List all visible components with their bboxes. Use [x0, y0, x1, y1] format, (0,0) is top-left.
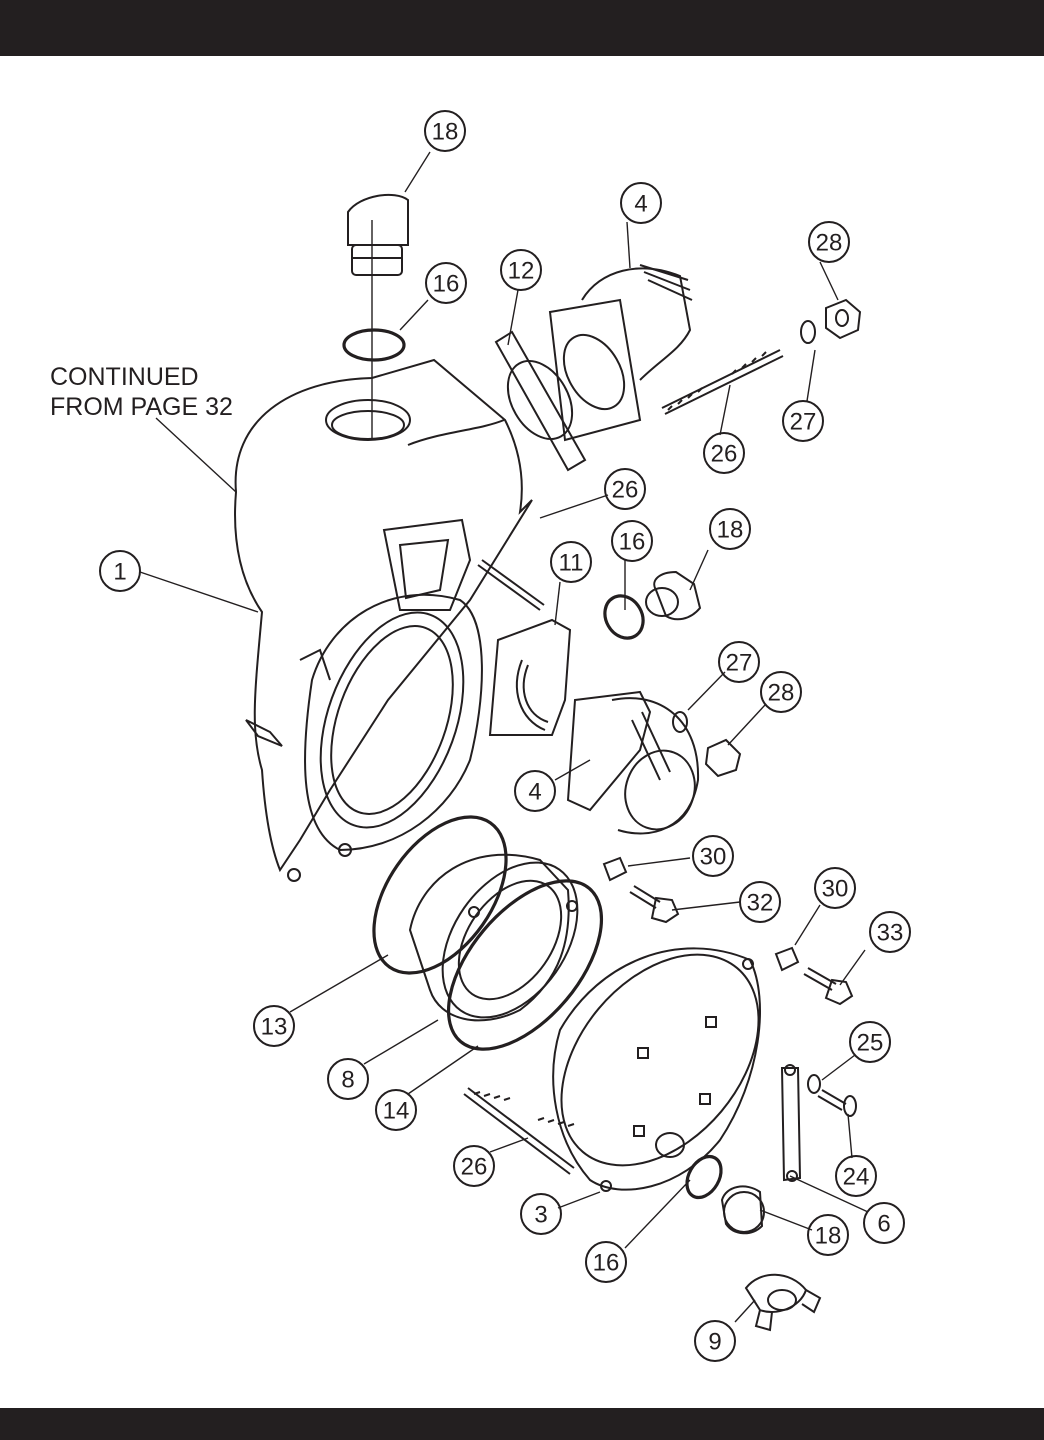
- callout-32: 32: [739, 881, 781, 923]
- callout-8: 8: [327, 1058, 369, 1100]
- callout-16-top: 16: [425, 262, 467, 304]
- top-band: [0, 0, 1044, 56]
- callout-label: 16: [619, 529, 646, 556]
- impeller-housing: [408, 853, 579, 1022]
- discharge-nut: [704, 738, 742, 778]
- callout-28-middle: 28: [760, 671, 802, 713]
- washer-30-upper: [602, 856, 628, 882]
- callout-label: 30: [822, 876, 849, 903]
- callout-6: 6: [863, 1202, 905, 1244]
- bolt-33: [803, 967, 854, 1006]
- callout-label: 6: [877, 1211, 890, 1238]
- discharge-flange: [566, 690, 700, 835]
- check-valve: [488, 618, 572, 736]
- seal-ring-14: [446, 879, 604, 1051]
- callout-label: 18: [432, 119, 459, 146]
- callout-18-top: 18: [424, 110, 466, 152]
- callout-label: 9: [708, 1329, 721, 1356]
- top-o-ring: [342, 328, 406, 362]
- callout-18-bottom: 18: [807, 1214, 849, 1256]
- seal-ring-13: [372, 815, 508, 975]
- callout-label: 12: [508, 258, 535, 285]
- middle-o-ring: [603, 594, 645, 640]
- callout-14: 14: [375, 1089, 417, 1131]
- callout-label: 27: [790, 409, 817, 436]
- wing-nut: [744, 1273, 822, 1332]
- callout-label: 13: [261, 1014, 288, 1041]
- callout-label: 26: [461, 1154, 488, 1181]
- callout-label: 33: [877, 920, 904, 947]
- upper-nut: [825, 298, 862, 340]
- callout-30-lower: 30: [814, 867, 856, 909]
- callout-group: 18 4 28 12 16 27 26 26 18 16 11 1 27 28 …: [99, 110, 911, 1362]
- caption-line-2: FROM PAGE 32: [50, 393, 233, 421]
- middle-plug: [645, 570, 702, 621]
- callout-label: 18: [815, 1223, 842, 1250]
- callout-4-middle: 4: [514, 770, 556, 812]
- bolt-32: [629, 885, 680, 924]
- callout-12: 12: [500, 249, 542, 291]
- callout-label: 30: [700, 844, 727, 871]
- callout-11: 11: [550, 541, 592, 583]
- pump-body-outline: [234, 358, 533, 873]
- support-link: [780, 1064, 802, 1182]
- callout-label: 25: [857, 1030, 884, 1057]
- callout-27-middle: 27: [718, 641, 760, 683]
- volute-flange: [245, 518, 483, 882]
- callout-label: 1: [113, 559, 126, 586]
- discharge-washer: [672, 711, 688, 733]
- callout-label: 3: [534, 1202, 547, 1229]
- callout-label: 24: [843, 1164, 870, 1191]
- leader-lines: [139, 151, 869, 1323]
- callout-13: 13: [253, 1005, 295, 1047]
- lower-plug: [720, 1185, 765, 1235]
- callout-4-top: 4: [620, 182, 662, 224]
- callout-1: 1: [99, 550, 141, 592]
- callout-18-middle: 18: [709, 508, 751, 550]
- callout-24: 24: [835, 1155, 877, 1197]
- callout-16-middle: 16: [611, 520, 653, 562]
- callout-label: 4: [634, 191, 647, 218]
- middle-stud: [477, 559, 545, 611]
- lower-o-ring: [685, 1154, 723, 1200]
- cover-plate: [552, 947, 761, 1192]
- callout-label: 28: [816, 230, 843, 257]
- continuation-caption: CONTINUED FROM PAGE 32: [50, 362, 233, 422]
- callout-label: 4: [528, 779, 541, 806]
- callout-16-bottom: 16: [585, 1241, 627, 1283]
- callout-26-top: 26: [703, 432, 745, 474]
- callout-3: 3: [520, 1193, 562, 1235]
- callout-label: 28: [768, 680, 795, 707]
- bolt-24: [817, 1089, 857, 1117]
- callout-label: 32: [747, 890, 774, 917]
- callout-label: 26: [612, 477, 639, 504]
- callout-25: 25: [849, 1021, 891, 1063]
- suction-flange: [548, 264, 693, 442]
- callout-26-bottom: 26: [453, 1145, 495, 1187]
- washer-30-lower: [774, 946, 800, 972]
- callout-28-top: 28: [808, 221, 850, 263]
- callout-30-upper: 30: [692, 835, 734, 877]
- caption-line-1: CONTINUED: [50, 363, 199, 391]
- callout-33: 33: [869, 911, 911, 953]
- callout-label: 11: [559, 550, 584, 577]
- callout-label: 14: [383, 1098, 410, 1125]
- upper-stud: [661, 349, 784, 415]
- suction-gasket: [494, 330, 587, 472]
- bottom-band: [0, 1408, 1044, 1440]
- lower-stud: [463, 1087, 575, 1175]
- callout-26-middle: 26: [604, 468, 646, 510]
- callout-9: 9: [694, 1320, 736, 1362]
- callout-label: 16: [593, 1250, 620, 1277]
- callout-label: 18: [717, 517, 744, 544]
- callout-label: 16: [433, 271, 460, 298]
- upper-washer: [800, 320, 816, 344]
- callout-label: 26: [711, 441, 738, 468]
- washer-25: [807, 1074, 821, 1094]
- callout-27-top: 27: [782, 400, 824, 442]
- top-fill-plug: [347, 193, 409, 276]
- callout-label: 27: [726, 650, 753, 677]
- callout-label: 8: [341, 1067, 354, 1094]
